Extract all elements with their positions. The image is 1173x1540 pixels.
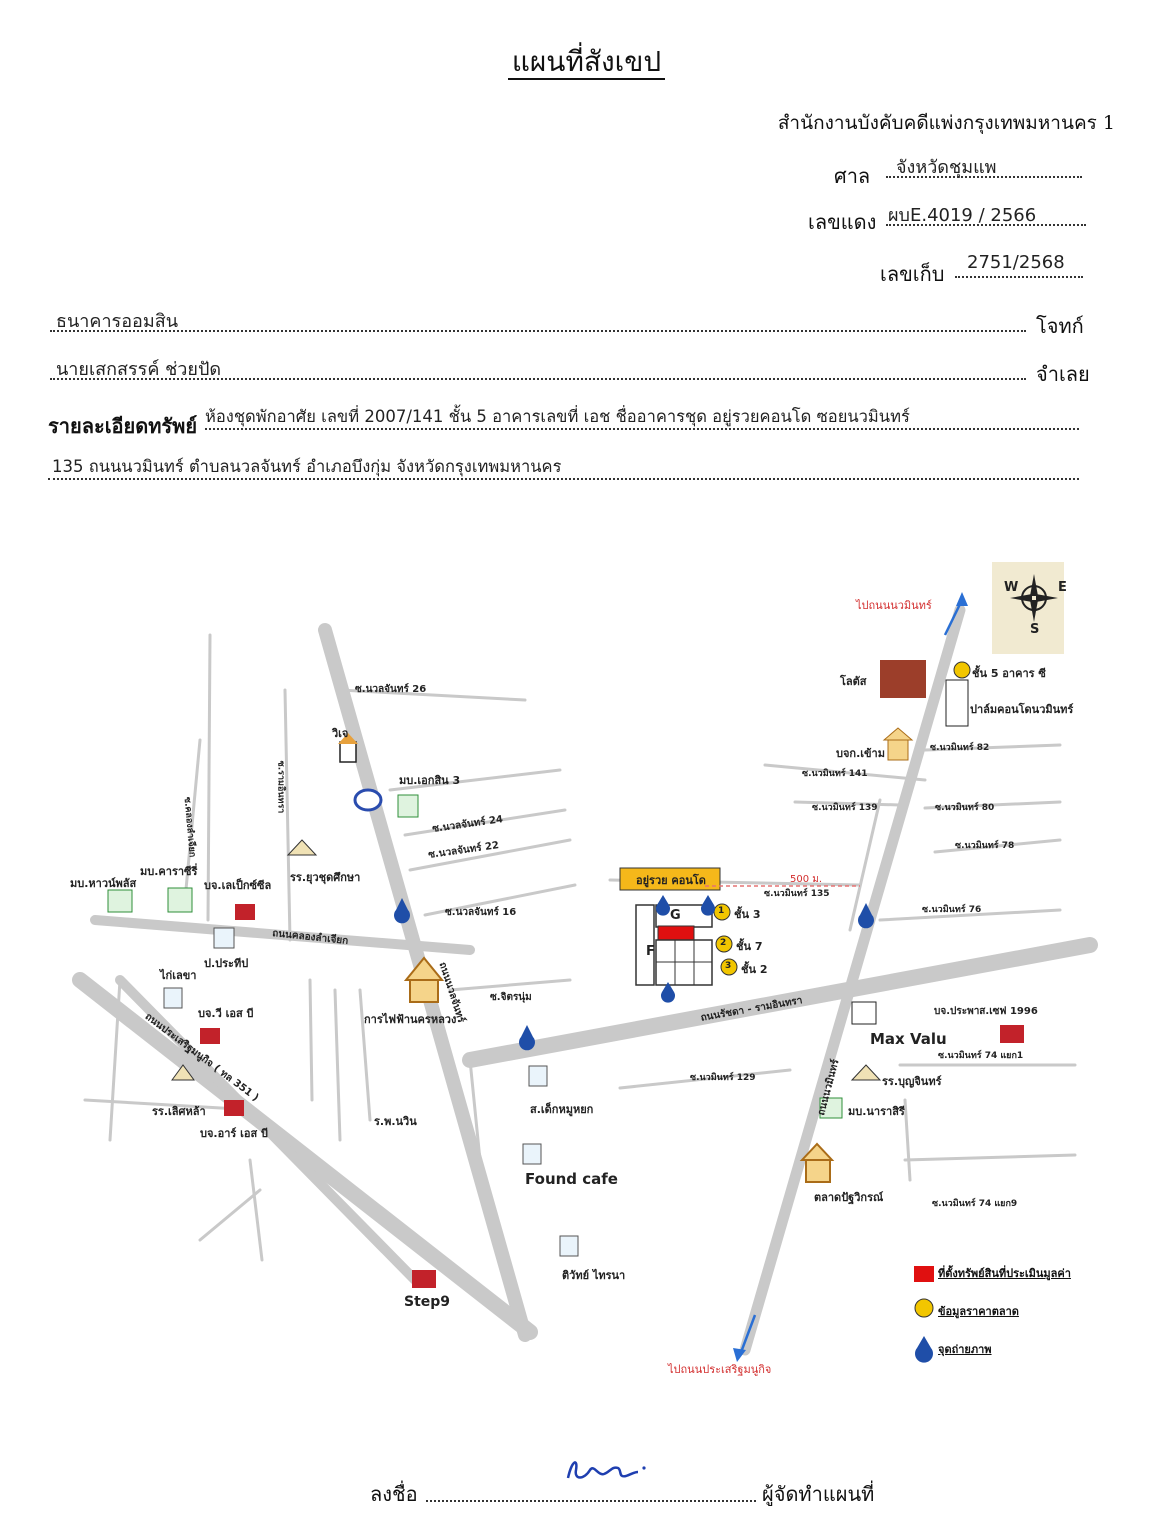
road-label: ซ.นวมินทร์ 141 [802, 769, 868, 779]
compass-west: W [1004, 580, 1019, 595]
place-label: บจก.เข้าม [836, 747, 885, 760]
floor-num-1: 1 [718, 906, 725, 916]
place-label: รร.บุญจินทร์ [882, 1075, 942, 1088]
floor-label-2: ชั้น 7 [736, 940, 763, 953]
place-label: ร.พ.นวิน [374, 1115, 417, 1128]
store-no-value: 2751/2568 [967, 252, 1065, 273]
red-no-field: ผบE.4019 / 2566 [886, 200, 1086, 226]
condo-site [619, 867, 860, 986]
road-label: ซ.นวมินทร์ 80 [935, 803, 995, 813]
map [72, 562, 1098, 1363]
floor-label-1: ชั้น 3 [734, 908, 761, 921]
page-title: แผนที่สังเขป [0, 40, 1173, 84]
place-label: วิเจ [332, 727, 349, 740]
road-label: ซ.นวมินทร์ 129 [690, 1073, 756, 1083]
south-arrow [733, 1314, 757, 1362]
red-no-value: ผบE.4019 / 2566 [888, 205, 1037, 226]
office-name: สำนักงานบังคับคดีแพ่งกรุงเทพมหานคร 1 [777, 112, 1115, 134]
legend-property: ที่ตั้งทรัพย์สินที่ประเมินมูลค่า [938, 1267, 1071, 1280]
road-label: ซ.นวมินทร์ 76 [922, 905, 982, 915]
place-label: บจ.วี เอส บี [198, 1007, 254, 1020]
property-line1: ห้องชุดพักอาศัย เลขที่ 2007/141 ชั้น 5 อ… [205, 404, 1079, 430]
place-label: มบ.หาวน์พลัส [70, 877, 137, 890]
building-f-label: F [646, 944, 655, 959]
road-network [72, 604, 1098, 1356]
place-label: Max Valu [870, 1030, 947, 1048]
place-label: มบ.คาราซีรี่ [140, 865, 198, 878]
plaintiff-label: โจทก์ [1036, 314, 1084, 338]
compass-east: E [1058, 580, 1067, 595]
photo-points [393, 895, 874, 1051]
place-label: โลตัส [840, 675, 867, 688]
court-label: ศาล [834, 164, 871, 188]
defendant-label: จำเลย [1036, 362, 1090, 386]
condo-name-label: อยู่รวย คอนโด [636, 874, 706, 887]
place-label: ตลาดปัฐวิกรณ์ [814, 1191, 884, 1204]
floor-num-2: 2 [720, 938, 727, 948]
road-label: ซ.นวมินทร์ 78 [955, 841, 1015, 851]
to-nawamin-label: ไปถนนนวมินทร์ [856, 599, 932, 612]
place-label: ปาล์มคอนโดนวมินทร์ [970, 703, 1074, 716]
place-label: ติวัทย์ ไทรนา [562, 1269, 626, 1282]
compass-rose [992, 562, 1064, 654]
signature-image [566, 1461, 646, 1479]
road-label: ซ.นวมินทร์ 74 แยก9 [932, 1199, 1018, 1209]
to-prasert-label: ไปถนนประเสริฐมนูกิจ [668, 1363, 772, 1376]
road-label: ซ.นวมินทร์ 135 [764, 889, 830, 899]
court-value: จังหวัดชุมแพ [896, 157, 997, 178]
place-label: รร.เลิศหล้า [152, 1105, 206, 1118]
place-label: ส.เด็กหมูหยก [530, 1103, 594, 1116]
legend-market: ข้อมูลราคาตลาด [938, 1305, 1019, 1318]
red-no-label: เลขแดง [808, 210, 877, 234]
court-field: จังหวัดชุมแพ [886, 152, 1082, 178]
floor-num-3: 3 [725, 961, 732, 971]
distance-label: 500 ม. [790, 874, 823, 885]
plaintiff-field: ธนาคารออมสิน [50, 306, 1026, 332]
road-label: ซ.จิตรนุ่ม [490, 992, 532, 1003]
place-label: บจ.เลเป็กซ์ซีล [204, 879, 272, 892]
road-label: ซ.นวลจันทร์ 26 [355, 684, 427, 695]
place-label: รร.ยุวชุดศึกษา [290, 871, 361, 884]
signature-field [426, 1478, 756, 1502]
building-g-label: G [670, 908, 681, 923]
place-label: บจ.อาร์ เอส บี [200, 1127, 269, 1140]
place-label: บจ.ประพาส.เซฟ 1996 [934, 1006, 1038, 1017]
place-label: Found cafe [525, 1170, 618, 1188]
market-price-markers [713, 661, 971, 976]
place-label: ไก่เลขา [160, 969, 197, 982]
floor-label-3: ชั้น 2 [741, 963, 768, 976]
store-no-label: เลขเก็บ [880, 262, 945, 286]
plaintiff-value: ธนาคารออมสิน [56, 311, 178, 332]
property-line2: 135 ถนนนวมินทร์ ตำบลนวลจันทร์ อำเภอบึงกุ… [48, 454, 1079, 480]
store-no-field: 2751/2568 [955, 252, 1083, 278]
place-label: มบ.เอกสิน 3 [399, 774, 461, 787]
poi-icons [107, 660, 1024, 1363]
compass-south: S [1030, 622, 1040, 637]
place-label: ป.ประทีป [204, 957, 249, 970]
legend-photo: จุดถ่ายภาพ [938, 1343, 992, 1356]
defendant-value: นายเสกสรรค์ ช่วยปัด [56, 359, 222, 380]
sign-label: ลงชื่อ [370, 1482, 418, 1506]
place-label: การไฟฟ้านครหลวง [364, 1013, 457, 1026]
place-label: มบ.นาราสิรี [848, 1105, 905, 1118]
role-label: ผู้จัดทำแผนที่ [762, 1482, 875, 1506]
road-label: ซ.รามอินทรา [275, 760, 286, 814]
property-label: รายละเอียดทรัพย์ [48, 414, 198, 438]
defendant-field: นายเสกสรรค์ ช่วยปัด [50, 354, 1026, 380]
north-arrow [943, 592, 968, 636]
road-label: ซ.นวมินทร์ 74 แยก1 [938, 1051, 1024, 1061]
place-label: Step9 [404, 1294, 451, 1310]
road-label: ซ.นวลจันทร์ 16 [445, 907, 517, 918]
place-label: ชั้น 5 อาคาร ซี [972, 667, 1046, 680]
road-label: ซ.นวมินทร์ 82 [930, 743, 990, 753]
road-label: ซ.นวมินทร์ 139 [812, 803, 878, 813]
